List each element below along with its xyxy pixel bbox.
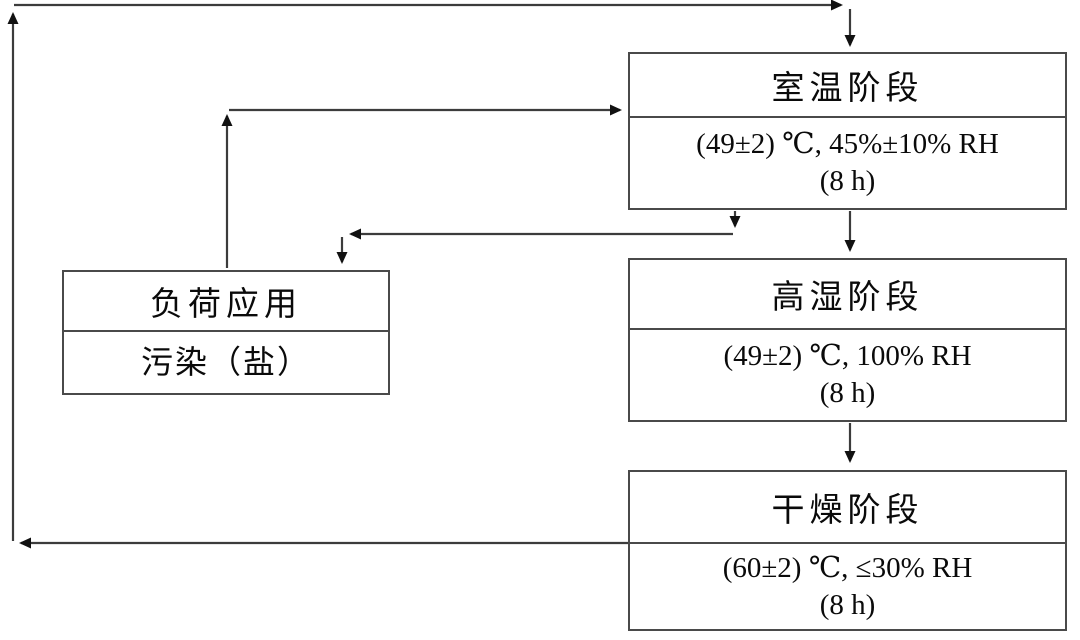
load-application-box: 负荷应用 污染（盐） xyxy=(62,270,390,395)
stage-body-high-humidity: (49±2) ℃, 100% RH (8 h) xyxy=(630,330,1065,420)
stage-duration-high-humidity: (8 h) xyxy=(819,377,876,409)
stage-duration-drying: (8 h) xyxy=(819,588,876,621)
load-application-subtitle: 污染（盐） xyxy=(140,344,311,380)
stage-box-room-temp: 室温阶段 (49±2) ℃, 45%±10% RH (8 h) xyxy=(628,52,1067,210)
stage-condition-room-temp: (49±2) ℃, 45%±10% RH xyxy=(696,128,999,160)
stage-title-high-humidity: 高湿阶段 xyxy=(630,260,1065,330)
stage-title-drying: 干燥阶段 xyxy=(630,472,1065,544)
stage-title-room-temp: 室温阶段 xyxy=(630,54,1065,118)
stage-duration-room-temp: (8 h) xyxy=(819,165,876,197)
stage-condition-drying: (60±2) ℃, ≤30% RH xyxy=(722,551,973,584)
stage-box-high-humidity: 高湿阶段 (49±2) ℃, 100% RH (8 h) xyxy=(628,258,1067,422)
stage-condition-high-humidity: (49±2) ℃, 100% RH xyxy=(723,340,972,372)
stage-box-drying: 干燥阶段 (60±2) ℃, ≤30% RH (8 h) xyxy=(628,470,1067,631)
stage-body-drying: (60±2) ℃, ≤30% RH (8 h) xyxy=(630,544,1065,629)
load-application-title: 负荷应用 xyxy=(64,272,388,332)
stage-body-room-temp: (49±2) ℃, 45%±10% RH (8 h) xyxy=(630,118,1065,208)
